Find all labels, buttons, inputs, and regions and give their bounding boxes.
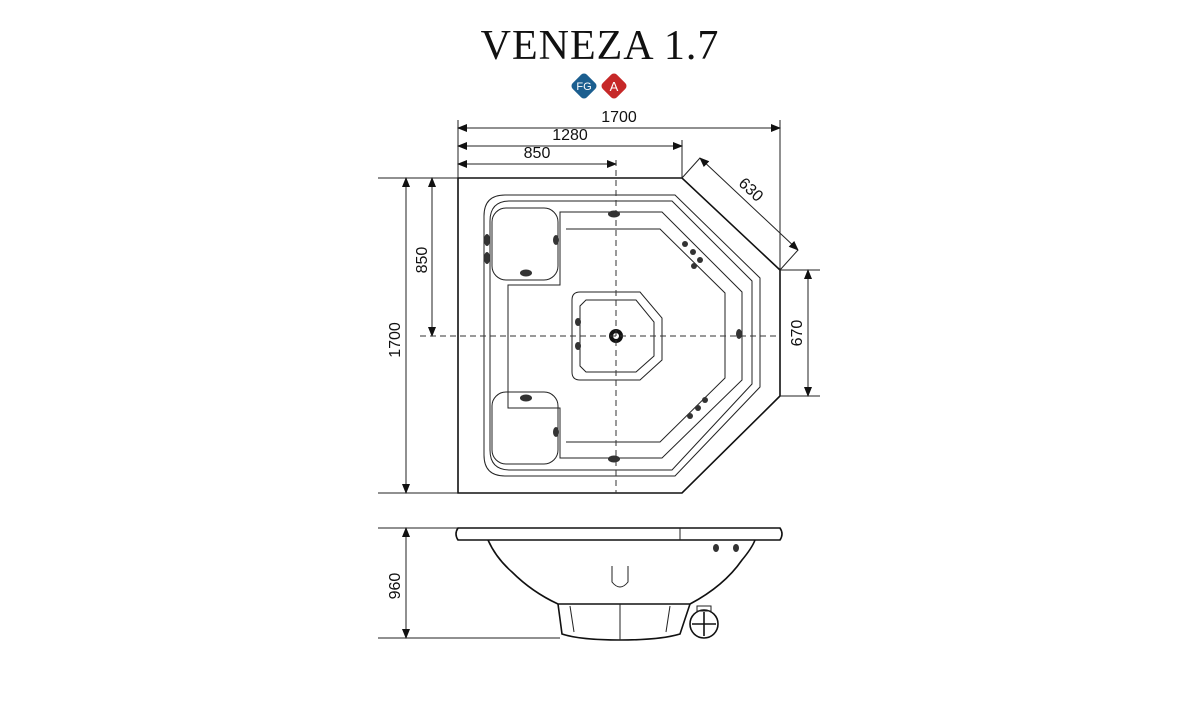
dim-height: 960 bbox=[387, 573, 404, 600]
model-title: VENEZA 1.7 bbox=[480, 23, 720, 69]
badge-fg-shape bbox=[571, 73, 597, 99]
pump-icon bbox=[689, 605, 719, 639]
dim-left-center: 850 bbox=[414, 247, 431, 274]
side-rim bbox=[455, 527, 783, 541]
tub-rim-line-2 bbox=[489, 200, 753, 471]
badge-fg-label: FG bbox=[576, 81, 591, 93]
side-base bbox=[557, 603, 691, 641]
footwell-inner bbox=[579, 299, 655, 373]
dim-top-center: 850 bbox=[524, 145, 551, 162]
tub-rim-line-1 bbox=[483, 194, 761, 477]
side-jets bbox=[713, 544, 739, 552]
side-view bbox=[455, 527, 783, 641]
dim-top-mid: 1280 bbox=[552, 127, 588, 144]
side-overflow bbox=[611, 566, 629, 588]
dim-top-total: 1700 bbox=[601, 109, 637, 126]
seat-bottom bbox=[491, 391, 559, 465]
tub-basin-outline bbox=[507, 211, 743, 459]
jets bbox=[484, 210, 742, 463]
seat-top bbox=[491, 207, 559, 281]
badge-fg: FG bbox=[571, 73, 597, 99]
footwell-outer bbox=[571, 291, 663, 381]
badge-a-shape bbox=[601, 73, 627, 99]
top-view bbox=[420, 160, 781, 494]
badge-a: A bbox=[601, 73, 627, 99]
dimension-lines bbox=[378, 120, 820, 639]
dim-right-side: 670 bbox=[789, 320, 806, 347]
dim-left-total: 1700 bbox=[387, 322, 404, 358]
badge-a-label: A bbox=[610, 79, 619, 94]
dim-diagonal: 630 bbox=[735, 175, 766, 206]
